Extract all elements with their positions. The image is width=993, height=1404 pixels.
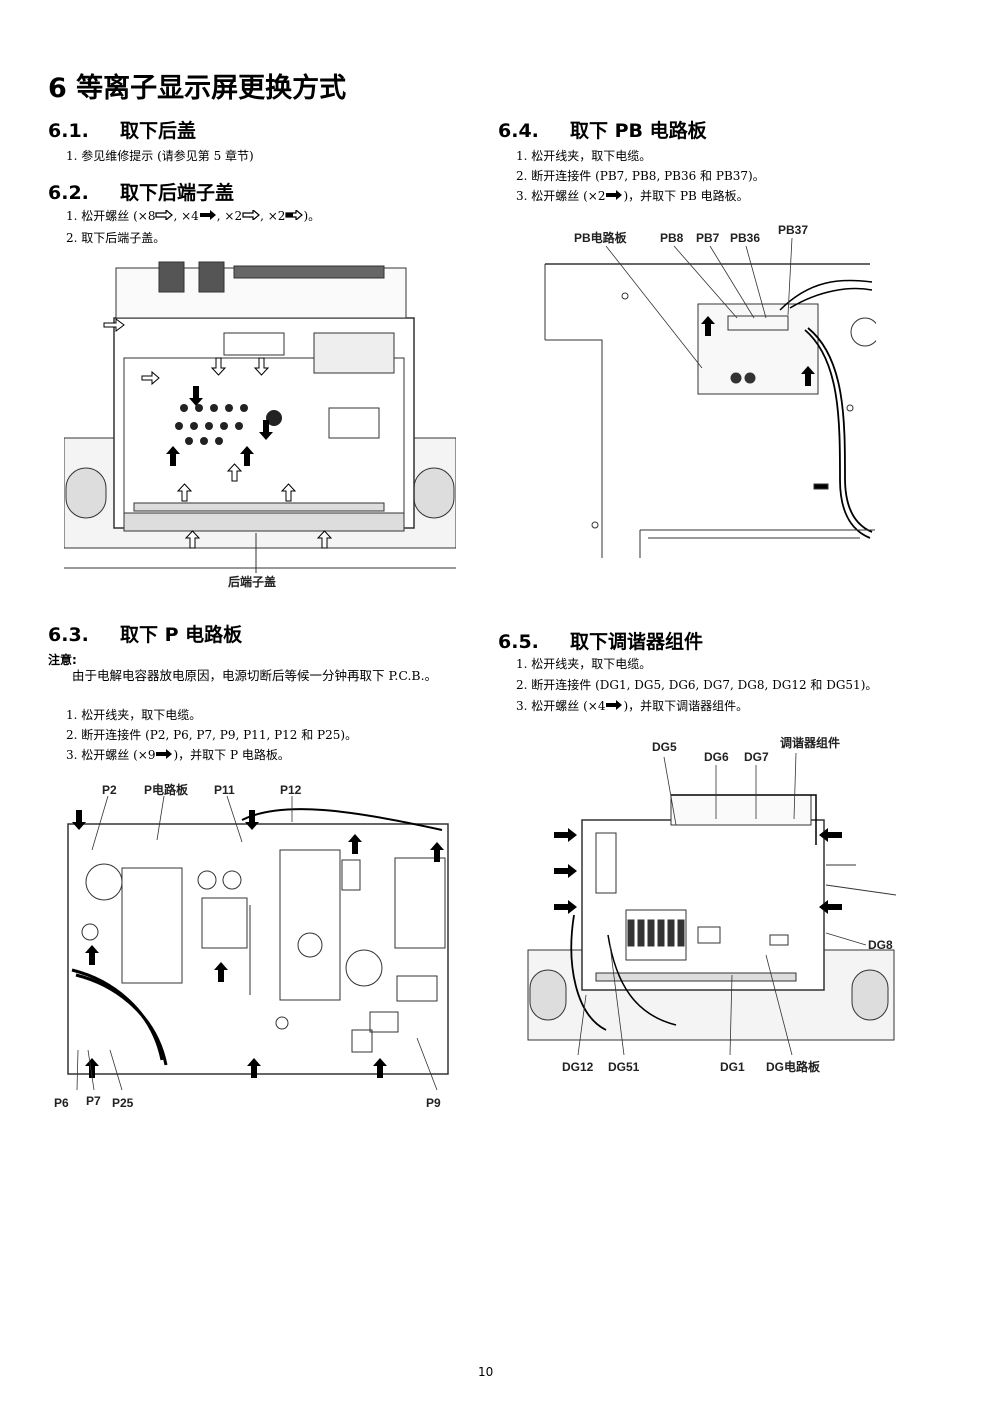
- figure-label: 后端子盖: [228, 574, 276, 589]
- section-6-5-heading: 6.5. 取下调谐器组件: [498, 627, 703, 654]
- figure-label: P7: [86, 1094, 101, 1108]
- step-screws: 3. 松开螺丝 (×2 )，并取下 PB 电路板。: [516, 186, 749, 206]
- step-text: )。: [303, 209, 321, 223]
- section-6-3-heading: 6.3. 取下 P 电路板: [48, 620, 242, 647]
- figure-label: DG电路板: [766, 1059, 821, 1074]
- step-text: 3. 松开螺丝 (×2: [516, 189, 606, 203]
- section-number: 6.1.: [48, 120, 89, 142]
- tuner-unit-diagram: DG5 DG6 DG7 调谐器组件 DG8 DG12 DG51 DG1 DG电路…: [526, 735, 896, 1080]
- step-text: )，并取下 P 电路板。: [173, 748, 290, 762]
- outline-arrow-icon: [155, 210, 174, 220]
- section-number: 6.2.: [48, 182, 89, 204]
- half-arrow-icon: [285, 210, 304, 220]
- step-text: 1. 松开螺丝 (×8: [66, 209, 156, 223]
- figure-label: P2: [102, 783, 117, 797]
- figure-label: PB37: [778, 223, 808, 237]
- step: 2. 断开连接件 (DG1, DG5, DG6, DG7, DG8, DG12 …: [516, 678, 878, 692]
- step-text: , ×2: [216, 209, 243, 223]
- solid-arrow-icon: [156, 749, 173, 759]
- figure-label: P电路板: [144, 782, 189, 797]
- page-title: 6 等离子显示屏更换方式: [48, 73, 347, 104]
- step-screws: 3. 松开螺丝 (×9 )，并取下 P 电路板。: [66, 745, 290, 765]
- step-text: , ×4: [173, 209, 199, 223]
- step-text: 3. 松开螺丝 (×4: [516, 699, 606, 713]
- section-6-4-heading: 6.4. 取下 PB 电路板: [498, 116, 707, 143]
- figure-label: P11: [214, 783, 235, 797]
- figure-label: PB36: [730, 231, 760, 245]
- step-screws: 3. 松开螺丝 (×4 )，并取下调谐器组件。: [516, 696, 748, 716]
- step: 2. 断开连接件 (PB7, PB8, PB36 和 PB37)。: [516, 169, 765, 183]
- step: 1. 松开线夹，取下电缆。: [516, 657, 652, 671]
- step: 1. 参见维修提示 (请参见第 5 章节): [66, 149, 254, 163]
- outline-arrow-icon: [242, 210, 261, 220]
- section-title: 取下 PB 电路板: [570, 120, 707, 142]
- section-number: 6.3.: [48, 624, 89, 646]
- solid-arrow-icon: [606, 700, 623, 710]
- step-text: 3. 松开螺丝 (×9: [66, 748, 156, 762]
- figure-label: P6: [54, 1096, 69, 1110]
- figure-label: DG1: [720, 1060, 745, 1074]
- step-text: )，并取下 PB 电路板。: [623, 189, 749, 203]
- step-text: , ×2: [260, 209, 286, 223]
- figure-label: DG7: [744, 750, 769, 764]
- section-6-1-heading: 6.1. 取下后盖: [48, 116, 196, 143]
- figure-label: DG8: [868, 938, 893, 952]
- step-screws: 1. 松开螺丝 (×8 , ×4 , ×2 , ×2 )。: [66, 206, 320, 226]
- note-label: 注意:: [48, 653, 77, 667]
- note-text: 由于电解电容器放电原因，电源切断后等候一分钟再取下 P.C.B.。: [72, 668, 438, 683]
- step-text: )，并取下调谐器组件。: [623, 699, 749, 713]
- figure-label: DG5: [652, 740, 677, 754]
- p-board-diagram: P2 P电路板 P11 P12 P6 P7 P25 P9: [52, 780, 468, 1115]
- pb-board-diagram: PB电路板 PB8 PB7 PB36 PB37: [540, 220, 876, 562]
- section-number: 6.4.: [498, 120, 539, 142]
- rear-terminal-cover-diagram: 后端子盖: [64, 258, 456, 594]
- section-title: 取下 P 电路板: [120, 624, 243, 646]
- figure-label: PB8: [660, 231, 684, 245]
- figure-label: PB电路板: [574, 230, 628, 245]
- figure-label: 调谐器组件: [780, 735, 840, 750]
- section-title: 取下后盖: [120, 120, 197, 142]
- figure-label: DG6: [704, 750, 729, 764]
- figure-label: P12: [280, 783, 302, 797]
- solid-arrow-icon: [199, 210, 216, 220]
- step: 1. 松开线夹，取下电缆。: [66, 708, 202, 722]
- step: 2. 断开连接件 (P2, P6, P7, P9, P11, P12 和 P25…: [66, 728, 358, 742]
- step: 2. 取下后端子盖。: [66, 231, 166, 245]
- figure-label: DG51: [608, 1060, 640, 1074]
- section-title: 取下后端子盖: [120, 182, 235, 204]
- page-number: 10: [478, 1365, 494, 1379]
- section-title: 取下调谐器组件: [570, 631, 704, 653]
- figure-label: PB7: [696, 231, 720, 245]
- figure-label: DG12: [562, 1060, 594, 1074]
- step: 1. 松开线夹，取下电缆。: [516, 149, 652, 163]
- figure-label: P25: [112, 1096, 134, 1110]
- solid-arrow-icon: [606, 190, 623, 200]
- section-number: 6.5.: [498, 631, 539, 653]
- section-6-2-heading: 6.2. 取下后端子盖: [48, 178, 234, 205]
- figure-label: P9: [426, 1096, 441, 1110]
